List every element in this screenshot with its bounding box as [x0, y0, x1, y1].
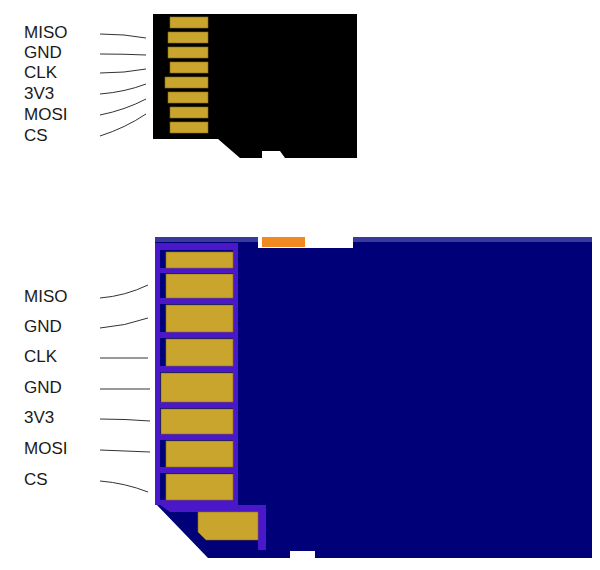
- signal-name: 3V3: [24, 84, 54, 104]
- signal-name: GND: [24, 43, 62, 63]
- signal-name: MOSI: [24, 105, 67, 125]
- signal-name: GND: [24, 378, 62, 398]
- signal-name: CS: [24, 470, 48, 490]
- leader-lines: [100, 285, 150, 492]
- signal-name: CS: [24, 126, 48, 146]
- microsd-body: [153, 14, 357, 158]
- signal-name: MOSI: [24, 439, 67, 459]
- microsd-pins: [165, 17, 208, 133]
- signal-name: CLK: [24, 63, 57, 83]
- signal-name: CLK: [24, 347, 57, 367]
- write-protect-notch: [258, 235, 353, 248]
- write-protect-tab: [262, 237, 305, 247]
- sd-top-edge: [155, 237, 592, 242]
- signal-name: MISO: [24, 287, 67, 307]
- signal-name: 3V3: [24, 408, 54, 428]
- sd-pin-frame: [155, 243, 266, 550]
- sd-body: [155, 237, 592, 558]
- leader-lines: [100, 34, 146, 136]
- signal-name: MISO: [24, 23, 67, 43]
- signal-name: GND: [24, 317, 62, 337]
- sd-pins: [161, 252, 258, 540]
